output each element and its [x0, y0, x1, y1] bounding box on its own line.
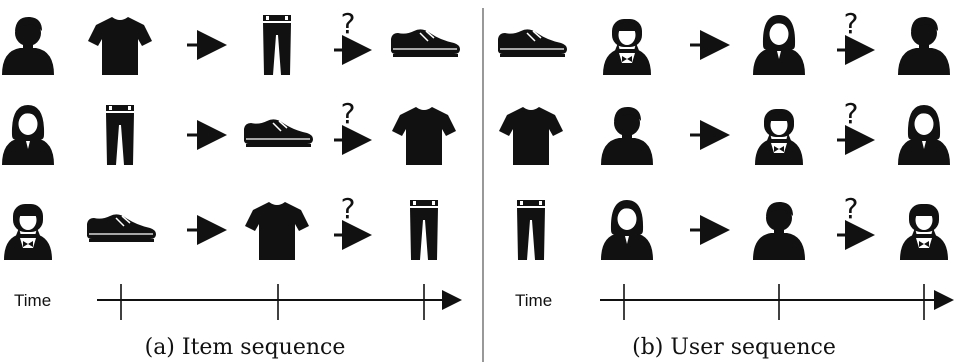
- panel-a-row-3-pants-icon: [410, 200, 438, 260]
- panel-b-row-2-user-girl-icon: [755, 109, 803, 165]
- panel-a-row-2-shoe-icon: [244, 119, 313, 147]
- panel-b-row-3-user-woman-icon: [601, 200, 653, 260]
- panel-b-row-2-user-woman-icon: [898, 105, 950, 165]
- panel-a-row-1-tshirt-icon: [88, 17, 152, 75]
- panel-a-row-3-question-mark: ?: [341, 192, 356, 225]
- panel-a-caption: (a) Item sequence: [145, 335, 346, 360]
- panel-a-row-1-pants-icon: [263, 15, 291, 75]
- panel-b-row-1-shoe-icon: [498, 29, 567, 57]
- panel-a-row-2-tshirt-icon: [392, 107, 456, 165]
- panel-a-row-1-shoe-icon: [391, 29, 460, 57]
- panel-b-row-3-user-man-icon: [753, 201, 805, 260]
- panel-a-row-3-user-girl-icon: [4, 204, 52, 260]
- panel-b-row-1-question-mark: ?: [844, 7, 859, 40]
- panel-b-timeline: [600, 284, 954, 320]
- panel-b-row-3-user-girl-icon: [900, 204, 948, 260]
- panel-b-row-2-tshirt-icon: [499, 107, 563, 165]
- panel-a-row-2-question-mark: ?: [341, 97, 356, 130]
- panel-b-row-1-user-woman-icon: [753, 15, 805, 75]
- panel-a-time-label: Time: [14, 291, 51, 310]
- panel-a-row-2-user-woman-icon: [2, 105, 54, 165]
- panel-b-row-3-pants-icon: [517, 200, 545, 260]
- panel-b-time-label: Time: [515, 291, 552, 310]
- panel-b-row-2-question-mark: ?: [844, 97, 859, 130]
- panel-a-row-2-pants-icon: [106, 105, 134, 165]
- panel-b-row-2-user-man-icon: [601, 106, 653, 165]
- panel-b-row-1-user-girl-icon: [603, 19, 651, 75]
- panel-a-row-1-user-man-icon: [2, 16, 54, 75]
- panel-b-row-1-user-man-icon: [898, 16, 950, 75]
- panel-b-row-3-question-mark: ?: [844, 192, 859, 225]
- panel-a-row-1-question-mark: ?: [341, 7, 356, 40]
- panel-a-row-3-shoe-icon: [87, 214, 156, 242]
- panel-a-row-3-tshirt-icon: [245, 202, 309, 260]
- panel-b-caption: (b) User sequence: [632, 335, 836, 360]
- panel-a-timeline: [97, 284, 462, 320]
